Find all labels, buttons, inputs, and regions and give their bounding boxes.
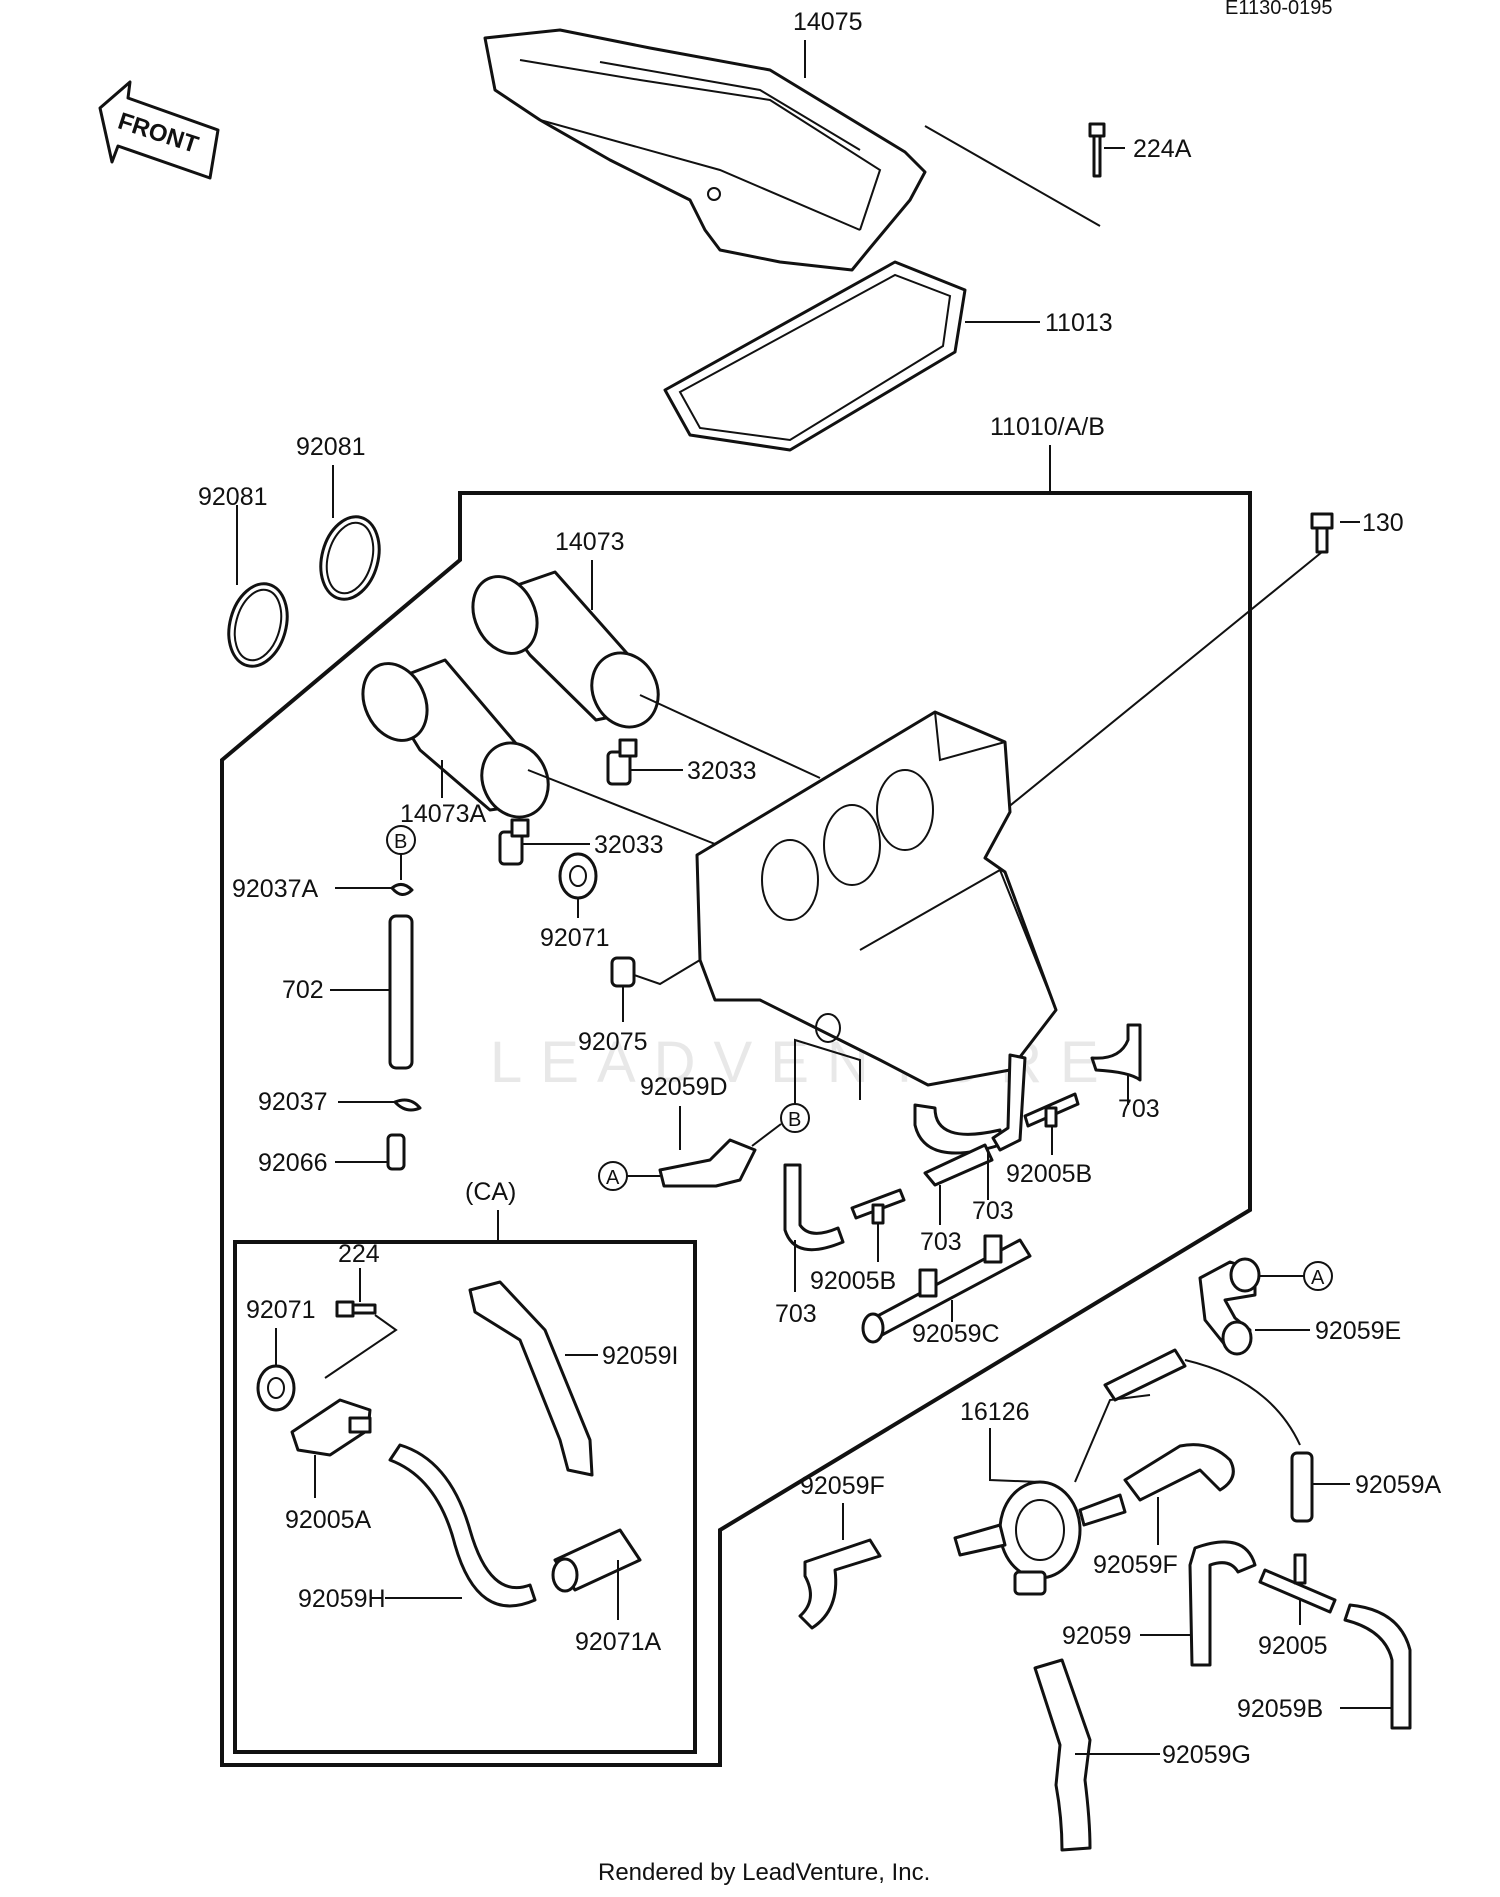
label-14075: 14075 xyxy=(793,8,863,36)
hose-92059A-part xyxy=(1290,1451,1314,1523)
hose-16126-inlet-part xyxy=(1103,1348,1187,1402)
label-14073: 14073 xyxy=(555,528,625,556)
o-ring-92081-right-part xyxy=(319,515,381,601)
label-703-right: 703 xyxy=(1118,1095,1160,1123)
elbow-92059D-part xyxy=(658,1138,757,1188)
label-92005B-upper: 92005B xyxy=(1006,1160,1092,1188)
label-224A: 224A xyxy=(1133,135,1192,163)
label-92071-ca: 92071 xyxy=(246,1296,316,1324)
label-92059H: 92059H xyxy=(298,1585,386,1613)
label-702: 702 xyxy=(282,976,324,1004)
t-fitting-92005B-upper-part xyxy=(1023,1092,1080,1128)
callout-A-right: A xyxy=(1303,1261,1333,1291)
reed-valve-16126-part xyxy=(953,1480,1127,1596)
callout-B-upper: B xyxy=(386,825,416,855)
label-CA: (CA) xyxy=(465,1178,516,1206)
label-92005A: 92005A xyxy=(285,1506,372,1534)
svg-text:B: B xyxy=(394,831,407,853)
fitting-32033-lower-part xyxy=(498,818,530,866)
label-92037: 92037 xyxy=(258,1088,328,1116)
footer-credit: Rendered by LeadVenture, Inc. xyxy=(598,1859,930,1886)
label-92081-left: 92081 xyxy=(198,483,268,511)
hose-703-right-part xyxy=(1090,1023,1142,1082)
ca-subassembly-box xyxy=(233,1240,697,1754)
callout-B-lower: B xyxy=(780,1103,810,1133)
label-92059: 92059 xyxy=(1062,1622,1132,1650)
callout-A-lower-left: A xyxy=(598,1161,628,1191)
label-16126: 16126 xyxy=(960,1398,1030,1426)
label-92059D: 92059D xyxy=(640,1073,728,1101)
svg-text:B: B xyxy=(788,1109,801,1131)
hose-703-center-tall-part xyxy=(991,1053,1027,1152)
tube-702-part xyxy=(388,914,414,1070)
intake-tube-14073A-part xyxy=(361,658,550,819)
label-703-left: 703 xyxy=(775,1300,817,1328)
cap-92075-part xyxy=(610,956,636,988)
t-fitting-92005B-lower-part xyxy=(850,1188,906,1225)
label-130: 130 xyxy=(1362,509,1404,537)
air-cleaner-cover-part xyxy=(483,28,927,272)
label-11010: 11010/A/B xyxy=(990,413,1105,441)
air-cleaner-housing-part xyxy=(695,710,1058,1087)
label-32033-lower: 32033 xyxy=(594,831,664,859)
hose-92059I-part xyxy=(468,1280,594,1477)
assembly-frame xyxy=(220,491,1252,1767)
bolt-224A-part xyxy=(1088,122,1106,178)
hose-703-left-part xyxy=(783,1163,845,1252)
label-92071A: 92071A xyxy=(575,1628,662,1656)
grommet-92071-ca-part xyxy=(256,1364,296,1412)
label-11013: 11013 xyxy=(1045,309,1113,337)
hose-92059G-part xyxy=(1033,1658,1092,1852)
label-92059I: 92059I xyxy=(602,1342,678,1370)
hose-703-center-lower-part xyxy=(923,1143,994,1187)
label-92071-upper: 92071 xyxy=(540,924,610,952)
hose-703-center-upper-part xyxy=(913,1103,1002,1155)
pipe-92059C-part xyxy=(861,1234,1032,1344)
svg-text:A: A xyxy=(606,1167,620,1189)
air-filter-element-part xyxy=(663,260,967,452)
bolt-130-part xyxy=(1310,512,1334,554)
label-92066: 92066 xyxy=(258,1149,328,1177)
label-92075: 92075 xyxy=(578,1028,648,1056)
hose-92059F-left-part xyxy=(798,1538,882,1630)
label-92059C: 92059C xyxy=(912,1320,1000,1348)
label-92081-right: 92081 xyxy=(296,433,366,461)
clip-92037-part xyxy=(393,1098,422,1112)
front-arrow-icon: FRONT xyxy=(98,80,220,180)
t-fitting-92005-part xyxy=(1258,1553,1337,1614)
screw-224-part xyxy=(335,1300,377,1318)
hose-92059B-part xyxy=(1343,1603,1412,1730)
label-92059F-left: 92059F xyxy=(800,1472,885,1500)
hose-92059-part xyxy=(1188,1540,1257,1667)
label-92059A: 92059A xyxy=(1355,1471,1442,1499)
diagram-code: E1130-0195 xyxy=(1225,0,1333,19)
label-703-center-lower: 703 xyxy=(920,1228,962,1256)
cap-92066-part xyxy=(386,1133,406,1171)
intake-tube-14073-part xyxy=(471,570,660,729)
elbow-92059E-part xyxy=(1198,1257,1261,1356)
hose-92059F-right-part xyxy=(1123,1443,1235,1502)
label-224: 224 xyxy=(338,1240,380,1268)
o-ring-92081-left-part xyxy=(227,582,289,668)
clip-92037A-part xyxy=(390,883,414,896)
fitting-92071A-part xyxy=(551,1528,642,1593)
label-92059E: 92059E xyxy=(1315,1317,1401,1345)
label-92037A: 92037A xyxy=(232,875,319,903)
label-92059B: 92059B xyxy=(1237,1695,1323,1723)
grommet-92071-part xyxy=(558,852,598,900)
label-92005B-lower: 92005B xyxy=(810,1267,896,1295)
label-703-center-upper: 703 xyxy=(972,1197,1014,1225)
label-32033-upper: 32033 xyxy=(687,757,757,785)
label-92059F-right: 92059F xyxy=(1093,1551,1178,1579)
fitting-32033-upper-part xyxy=(606,738,638,786)
label-92005: 92005 xyxy=(1258,1632,1328,1660)
label-92059G: 92059G xyxy=(1162,1741,1251,1769)
fitting-92005A-part xyxy=(290,1398,372,1457)
svg-text:A: A xyxy=(1311,1267,1325,1289)
hose-92059H-part xyxy=(388,1443,537,1608)
label-14073A: 14073A xyxy=(400,800,487,828)
